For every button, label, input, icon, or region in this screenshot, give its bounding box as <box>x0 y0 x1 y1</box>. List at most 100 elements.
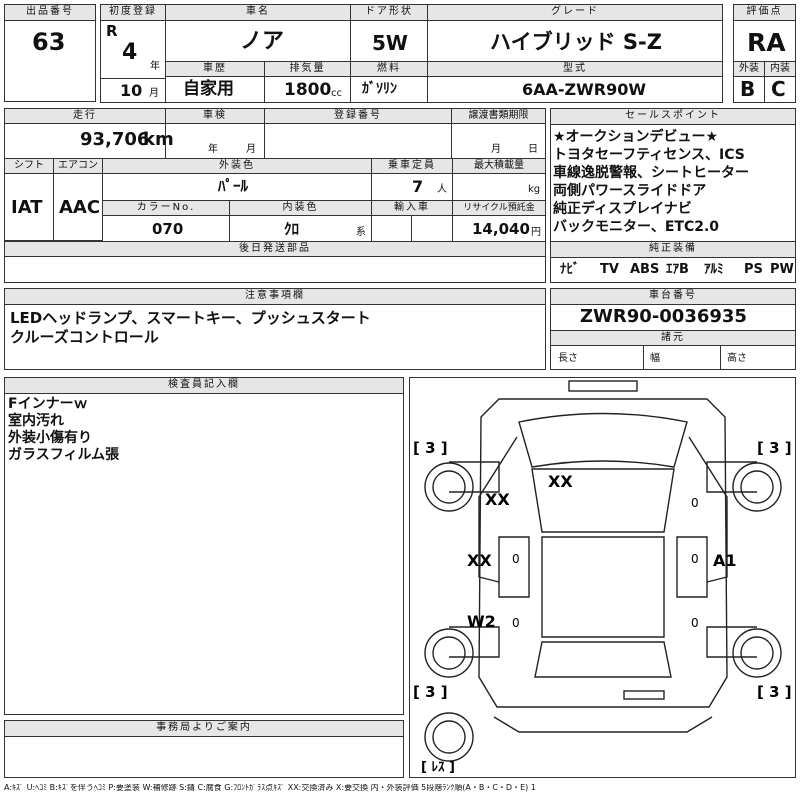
interior-color-value: ｸﾛ <box>284 220 300 238</box>
later-parts-header: 後日発送部品 <box>4 241 546 257</box>
load-header: 最大積載量 <box>452 158 546 174</box>
grade-value: ハイブリッド S-Z <box>490 30 662 54</box>
score-header: 評価点 <box>733 4 796 21</box>
zero-mark-5: 0 <box>691 496 699 510</box>
selling-point-line-3: 車線逸脱警報、シートヒーター <box>553 165 749 181</box>
import-header: 輸入車 <box>371 200 453 216</box>
genuine-header: 純正装備 <box>550 241 796 258</box>
mileage-value: 93,706 <box>80 129 150 150</box>
interior-grade: C <box>771 77 786 101</box>
chassis-number: ZWR90-0036935 <box>580 306 747 327</box>
color-value: ﾊﾟｰﾙ <box>218 177 249 195</box>
interior-color-unit: 系 <box>356 227 366 238</box>
inspector-line-3: 外装小傷有り <box>8 430 92 446</box>
year-value: 4 <box>122 40 138 65</box>
dims-divider-2 <box>720 345 721 370</box>
type-value: 6AA-ZWR90W <box>522 80 647 99</box>
selling-points-header: セールスポイント <box>550 108 796 125</box>
inspector-header: 検査員記入欄 <box>4 377 404 394</box>
inspector-cell <box>4 393 404 715</box>
later-parts-cell <box>4 256 546 283</box>
interior-cell <box>764 76 796 103</box>
color-no-value: 070 <box>152 220 184 238</box>
displacement-value: 1800 <box>284 80 332 100</box>
zero-mark-2: 0 <box>512 616 520 630</box>
reg-no-cell <box>264 123 452 159</box>
genuine-item-alloy: ｱﾙﾐ <box>704 262 724 277</box>
ac-value: AAC <box>59 197 101 218</box>
inspector-line-1: Fインナーｗ <box>8 396 88 412</box>
selling-point-line-4: 両側パワースライドドア <box>553 183 707 199</box>
import-divider <box>411 215 412 242</box>
history-value: 自家用 <box>183 79 234 99</box>
genuine-item-ps: PS <box>744 262 763 277</box>
color-no-header: カラーNo. <box>102 200 230 216</box>
zero-mark-4: 0 <box>691 616 699 630</box>
era-value: R <box>106 22 118 40</box>
genuine-item-pw: PW <box>770 262 794 277</box>
tire-rl-label: [ 3 ] <box>413 683 448 701</box>
selling-point-line-2: トヨタセーフティセンス、ICS <box>553 147 745 163</box>
office-header: 事務局よりご案内 <box>4 720 404 737</box>
dims-header: 諸元 <box>550 330 796 346</box>
mark-rear-left: W2 <box>467 612 496 631</box>
genuine-item-airbag: ｴｱB <box>666 262 689 277</box>
chassis-header: 車台番号 <box>550 288 796 305</box>
type-header: 型式 <box>427 61 723 77</box>
mark-roof: XX <box>548 472 573 491</box>
shift-value: IAT <box>11 197 43 218</box>
history-header: 車歴 <box>165 61 265 77</box>
first-reg-header: 初度登録 <box>100 4 166 21</box>
tire-rr-label: [ 3 ] <box>757 683 792 701</box>
ac-header: エアコン <box>53 158 103 174</box>
car-diagram: [ 3 ] [ 3 ] [ 3 ] [ 3 ] [ ﾚｽ ] XX XX XX … <box>413 380 792 775</box>
model-header: 車名 <box>165 4 351 21</box>
transfer-header: 譲渡書類期限 <box>451 108 546 124</box>
transfer-month-unit: 月 <box>491 144 501 155</box>
capacity-value: 7 <box>412 177 424 196</box>
door-header: ドア形状 <box>350 4 428 21</box>
load-unit: kg <box>528 184 541 195</box>
inspection-year-unit: 年 <box>208 144 218 155</box>
selling-point-line-1: ★オークションデビュー★ <box>553 129 719 145</box>
caution-line-1: LEDヘッドランプ、スマートキー、プッシュスタート <box>10 309 371 327</box>
lot-no-header: 出品番号 <box>4 4 96 21</box>
tire-fl-label: [ 3 ] <box>413 439 448 457</box>
caution-cell <box>4 304 546 370</box>
interior-header: 内装 <box>764 61 796 77</box>
width-label: 幅 <box>650 353 660 364</box>
inspection-month-unit: 月 <box>246 144 256 155</box>
import-cell <box>371 215 453 242</box>
reg-no-header: 登録番号 <box>264 108 452 124</box>
shift-header: シフト <box>4 158 54 174</box>
selling-point-line-6: バックモニター、ETC2.0 <box>553 219 720 235</box>
model-value: ノア <box>240 29 285 54</box>
mileage-unit: km <box>143 129 174 150</box>
length-label: 長さ <box>558 353 578 364</box>
mark-right-door: A1 <box>713 551 737 570</box>
transfer-day-unit: 日 <box>528 144 538 155</box>
fuel-header: 燃料 <box>350 61 428 77</box>
zero-mark-1: 0 <box>512 552 520 566</box>
exterior-grade: B <box>740 77 756 101</box>
grade-header: グレード <box>427 4 723 21</box>
color-header: 外装色 <box>102 158 372 174</box>
dims-cell <box>550 345 796 370</box>
height-label: 高さ <box>727 353 747 364</box>
displacement-unit: cc <box>331 88 342 99</box>
type-cell <box>427 76 723 103</box>
spare-label: [ ﾚｽ ] <box>421 760 455 775</box>
interior-color-header: 内装色 <box>229 200 372 216</box>
capacity-unit: 人 <box>437 184 447 195</box>
capacity-header: 乗車定員 <box>371 158 453 174</box>
legend-text: A:ｷｽﾞ U:ﾍｺﾐ B:ｷｽﾞを伴うﾍｺﾐ P:要塗装 W:補修跡 S:錆 … <box>4 784 536 792</box>
interior-color-cell <box>229 215 372 242</box>
genuine-item-navi: ﾅﾋﾞ <box>560 262 580 277</box>
inspector-line-2: 室内汚れ <box>8 413 64 429</box>
inspection-header: 車検 <box>165 108 265 124</box>
year-unit: 年 <box>150 61 160 72</box>
displacement-header: 排気量 <box>264 61 351 77</box>
month-unit: 月 <box>149 88 159 99</box>
recycle-unit: 円 <box>531 227 541 238</box>
recycle-value: 14,040 <box>472 220 530 238</box>
